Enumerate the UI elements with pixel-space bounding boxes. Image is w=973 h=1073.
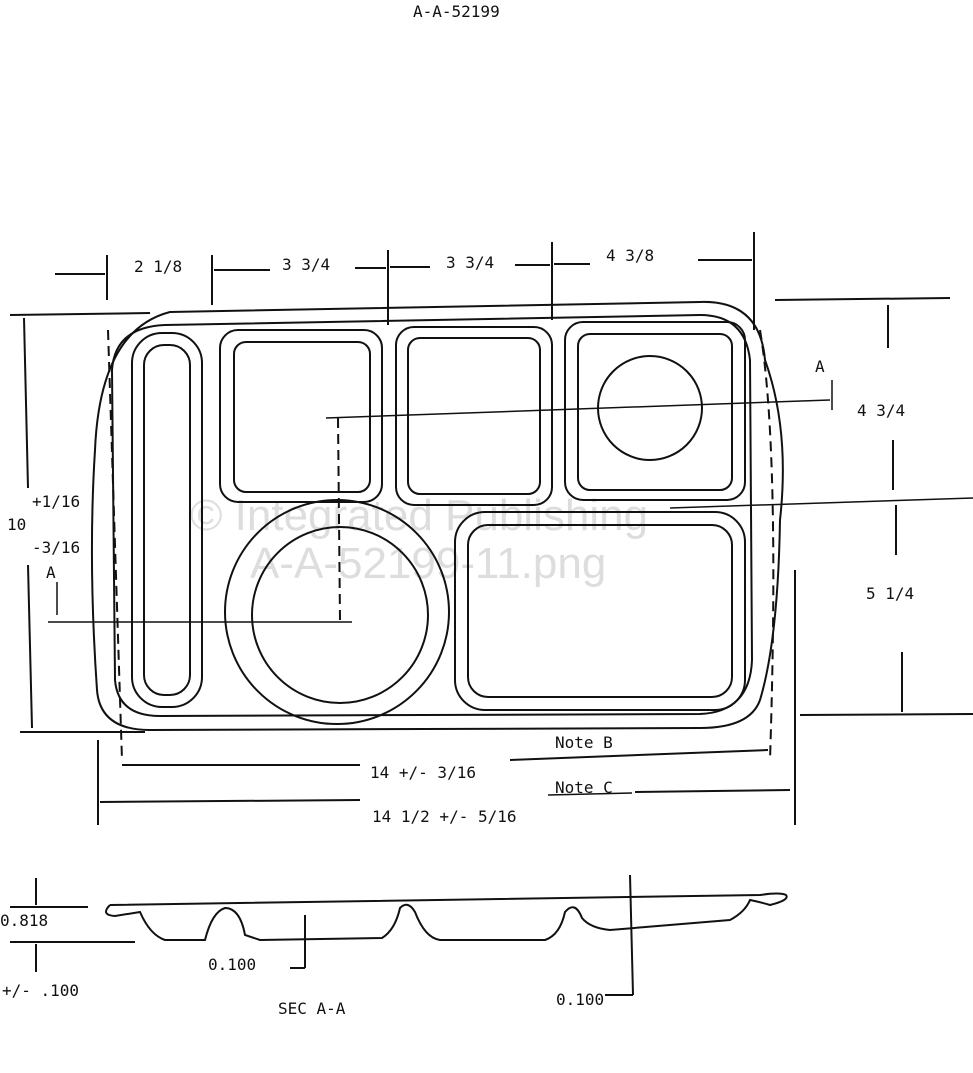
- height-dimension: 10 +1/16 -3/16: [7, 312, 151, 733]
- dim-3-3-4-b: 3 3/4: [446, 253, 494, 272]
- dim-4-3-4: 4 3/4: [857, 401, 905, 420]
- thickness-2: 0.100: [556, 990, 604, 1009]
- right-dimensions: 4 3/4 5 1/4: [774, 297, 973, 716]
- note-c: Note C: [555, 778, 613, 797]
- dim-2-1-8: 2 1/8: [134, 257, 182, 276]
- note-b: Note B: [555, 733, 613, 752]
- thickness-1: 0.100: [208, 955, 256, 974]
- dim-5-1-4: 5 1/4: [866, 584, 914, 603]
- dim-14-1-2: 14 1/2 +/- 5/16: [372, 807, 517, 826]
- depth-value: 0.818: [0, 911, 48, 930]
- document-number: A-A-52199: [413, 2, 500, 21]
- bottom-dimensions: Note B 14 +/- 3/16 Note C 14 1/2 +/- 5/1…: [97, 570, 796, 826]
- height-value: 10: [7, 515, 26, 534]
- height-tol-minus: -3/16: [32, 538, 80, 557]
- dim-14: 14 +/- 3/16: [370, 763, 476, 782]
- section-title: SEC A-A: [278, 999, 346, 1018]
- dim-4-3-8: 4 3/8: [606, 246, 654, 265]
- svg-text:© Integrated Publishing: © Integrated Publishing: [190, 491, 648, 540]
- section-view: 0.818 +/- .100 0.100 0.100 SEC A-A: [0, 874, 788, 1018]
- dim-3-3-4-a: 3 3/4: [282, 255, 330, 274]
- top-dimensions: 2 1/8 3 3/4 3 3/4 4 3/8: [55, 232, 755, 330]
- section-mark-a-left: A: [46, 563, 56, 582]
- height-tol-plus: +1/16: [32, 492, 80, 511]
- section-mark-a-top: A: [815, 357, 825, 376]
- depth-tolerance: +/- .100: [2, 981, 79, 1000]
- tray-plan-view: [48, 300, 973, 761]
